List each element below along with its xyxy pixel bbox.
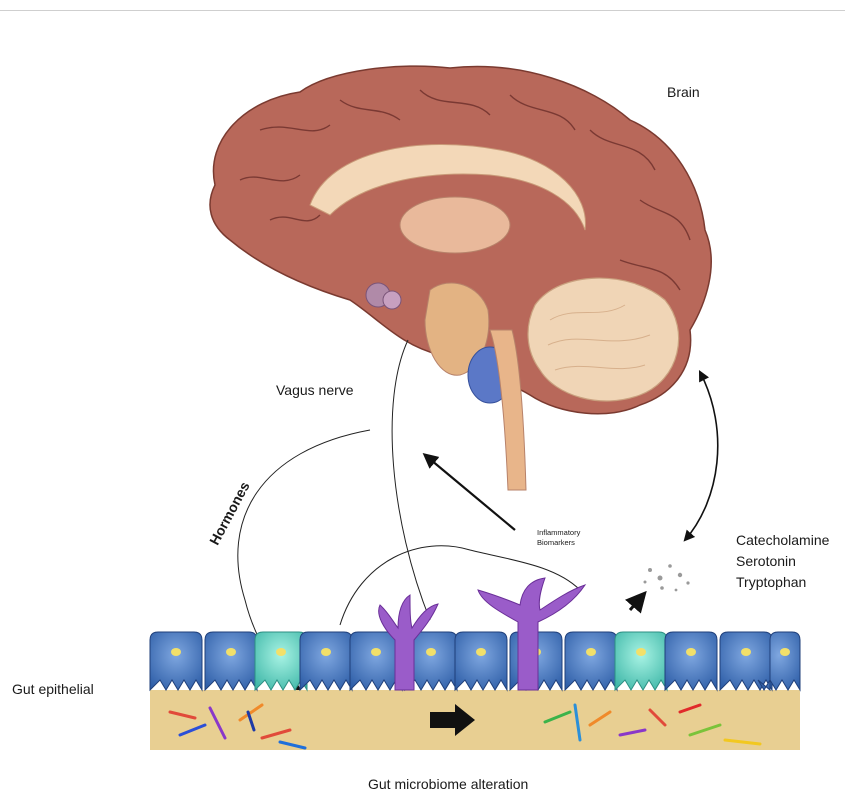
label-brain: Brain	[667, 84, 700, 100]
label-vagus-nerve: Vagus nerve	[276, 382, 354, 398]
cell-nucleus	[476, 648, 486, 656]
cell-nucleus	[226, 648, 236, 656]
metabolite-particles	[644, 564, 690, 591]
vagus-nerve-line	[392, 340, 430, 620]
cell-nucleus	[636, 648, 646, 656]
cerebellum	[528, 278, 679, 401]
metabolite-arrow	[630, 594, 644, 610]
label-catecholamine: Catecholamine	[736, 530, 829, 551]
epithelial-cell	[565, 632, 617, 690]
epithelial-cell	[665, 632, 717, 690]
cell-nucleus	[741, 648, 751, 656]
epithelial-cell	[300, 632, 352, 690]
label-gut-epithelial: Gut epithelial	[12, 681, 94, 697]
cell-nucleus	[371, 648, 381, 656]
label-inflammatory-biomarkers: Inflammatory Biomarkers	[537, 528, 580, 548]
label-gut-microbiome-alteration: Gut microbiome alteration	[368, 776, 528, 792]
epithelial-cell	[205, 632, 257, 690]
epithelial-cell	[255, 632, 307, 690]
epithelial-cell	[350, 632, 402, 690]
label-tryptophan: Tryptophan	[736, 572, 829, 593]
epithelial-cell	[150, 632, 202, 690]
brain-feedback-arrow	[685, 372, 718, 540]
cell-nucleus	[276, 648, 286, 656]
cell-nucleus	[686, 648, 696, 656]
inflammatory-arrow	[425, 455, 515, 530]
cell-nucleus	[171, 648, 181, 656]
label-inflammatory-line1: Inflammatory	[537, 528, 580, 538]
epithelial-cell	[455, 632, 507, 690]
cell-nucleus	[321, 648, 331, 656]
cell-nucleus	[780, 648, 790, 656]
label-inflammatory-line2: Biomarkers	[537, 538, 580, 548]
label-metabolites: Catecholamine Serotonin Tryptophan	[736, 530, 829, 593]
cell-nucleus	[426, 648, 436, 656]
thalamus	[400, 197, 510, 253]
brain-illustration	[210, 66, 711, 490]
epithelial-cell	[720, 632, 772, 690]
epithelial-cell	[615, 632, 667, 690]
epithelial-cell-row	[150, 632, 800, 690]
cell-nucleus	[586, 648, 596, 656]
label-serotonin: Serotonin	[736, 551, 829, 572]
